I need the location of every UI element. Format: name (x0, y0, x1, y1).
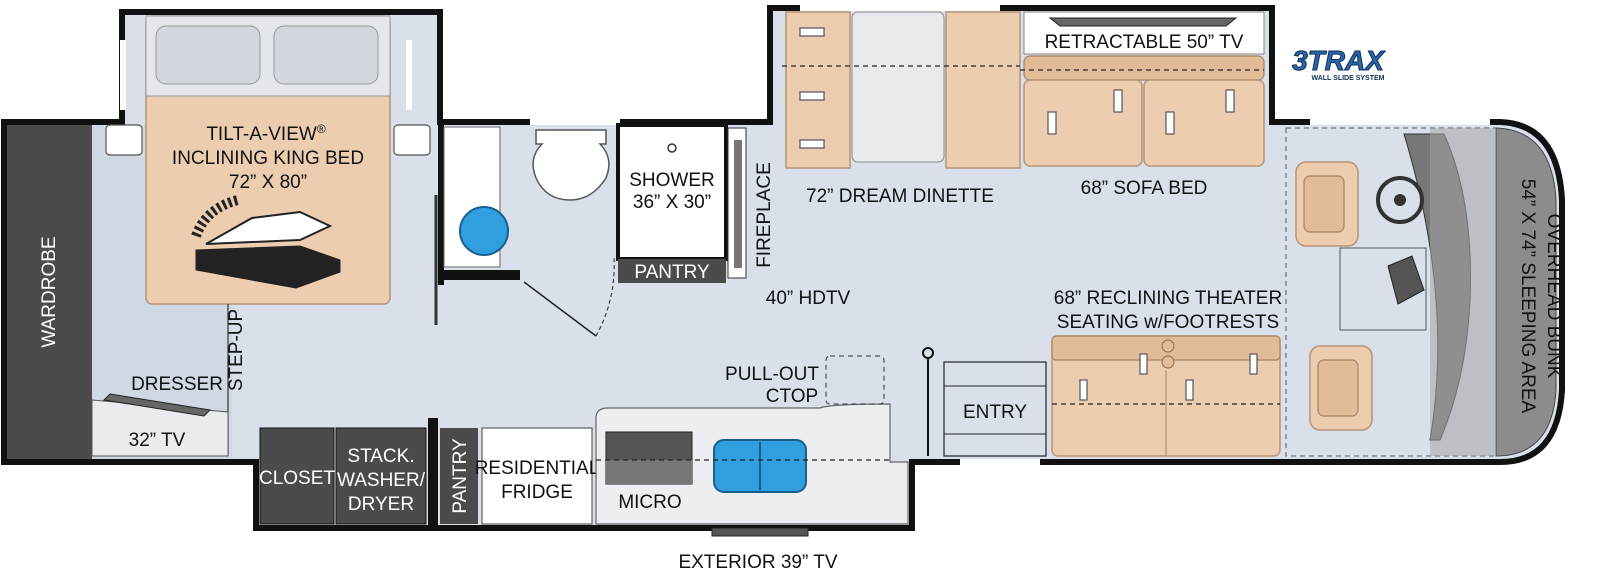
sink-bath (459, 206, 509, 256)
entry-label: ENTRY (963, 402, 1027, 423)
passenger-dash-tray (1387, 255, 1425, 305)
bunk-panel (1430, 128, 1496, 456)
bath-door-swing (595, 257, 615, 337)
tilt-bed-icon (191, 195, 341, 289)
sofa-bed-cushion (1023, 79, 1143, 167)
washer-dryer (335, 427, 427, 525)
cooktop-label-line2: CTOP (766, 386, 818, 407)
steering-hub (1394, 194, 1406, 206)
shower-label-line1: SHOWER (629, 170, 715, 191)
dinette-bench (945, 11, 1021, 169)
pantry-bath-label: PANTRY (634, 262, 710, 283)
sofa-bed-cushion (1143, 79, 1265, 167)
steering-wheel-icon (1376, 176, 1424, 224)
shower-label-line2: 36” X 30” (633, 192, 711, 213)
closet (259, 427, 335, 525)
dinette-label: 72” DREAM DINETTE (806, 186, 994, 207)
pillow (273, 25, 379, 85)
driver-seat-cushion (1303, 175, 1345, 233)
cooktop-label-line1: PULL-OUT (725, 364, 819, 385)
wardrobe-label: WARDROBE (39, 236, 60, 347)
window (800, 5, 1000, 11)
exterior-tv-label: EXTERIOR 39” TV (678, 552, 837, 573)
coach-walls (1, 5, 1565, 531)
window (530, 119, 620, 125)
pantry-kitchen (440, 428, 478, 524)
hdtv-label: 40” HDTV (766, 288, 851, 309)
tv32-label: 32” TV (129, 430, 186, 451)
console (1339, 247, 1427, 331)
window (120, 40, 126, 110)
retractable-tv (1048, 17, 1238, 27)
sofa-bed-back (1023, 55, 1265, 81)
nightstand (393, 124, 431, 156)
fireplace-unit (734, 140, 742, 268)
bunk-label-line1: OVERHEAD BUNK (1543, 214, 1564, 379)
toilet (532, 129, 610, 201)
sofa-bed-label: 68” SOFA BED (1081, 178, 1208, 199)
pantry-bath (618, 259, 726, 283)
sofa-bed-hardware (1047, 89, 1235, 135)
theater-label-line1: 68” RECLINING THEATER (1054, 288, 1282, 309)
dinette-table (851, 11, 945, 163)
bed-label-line3: 72” X 80” (229, 172, 307, 193)
shower (616, 123, 728, 261)
pantry-kitchen-label: PANTRY (450, 438, 471, 514)
dresser-label: DRESSER (131, 374, 223, 395)
bath-wall-bottom (438, 270, 520, 280)
step-up-label: STEP-UP (226, 309, 247, 391)
micro-label: MICRO (618, 492, 681, 513)
window (406, 40, 412, 110)
retractable-tv-label: RETRACTABLE 50” TV (1045, 32, 1244, 53)
svg-text:WALL SLIDE SYSTEM: WALL SLIDE SYSTEM (1312, 75, 1385, 82)
wardrobe (7, 125, 92, 459)
closet-label: CLOSET (259, 468, 335, 489)
bunk-label-line2: 54” X 74” SLEEPING AREA (1517, 179, 1538, 414)
svg-text:3TRAX: 3TRAX (1292, 45, 1386, 76)
cupholder (1161, 339, 1175, 353)
microwave-door (606, 460, 692, 484)
nightstand (105, 124, 143, 156)
fridge (481, 427, 593, 525)
washer-label-line2: WASHER/ (337, 470, 426, 491)
theater-hardware (1079, 353, 1258, 401)
washer-label-line1: STACK. (347, 446, 414, 467)
window (1310, 119, 1490, 125)
entry-steps (943, 361, 1047, 457)
bath-door (523, 281, 597, 337)
exterior-tv (711, 527, 809, 537)
window (960, 459, 1040, 465)
bath-wall-left (438, 125, 444, 285)
washer-label-line3: DRYER (348, 494, 414, 515)
fireplace-label: FIREPLACE (754, 162, 775, 268)
overhead-bunk (1495, 127, 1557, 457)
fridge-label-line2: FRIDGE (501, 482, 573, 503)
bed-label-line1: TILT-A-VIEW® (206, 122, 325, 145)
pull-out-cooktop (825, 355, 885, 405)
pillow (155, 25, 261, 85)
theater-label-line2: SEATING w/FOOTRESTS (1057, 312, 1279, 333)
fridge-label-line1: RESIDENTIAL (475, 458, 600, 479)
bed-label-line2: INCLINING KING BED (172, 148, 364, 169)
tv-32 (102, 393, 212, 417)
shower-drain (667, 143, 677, 153)
3trax-logo: 3TRAX WALL SLIDE SYSTEM (1290, 44, 1388, 82)
dinette-hardware (799, 27, 825, 149)
passenger-seat-cushion (1317, 359, 1359, 417)
cupholder (1161, 355, 1175, 369)
kitchen-partition (428, 418, 438, 528)
